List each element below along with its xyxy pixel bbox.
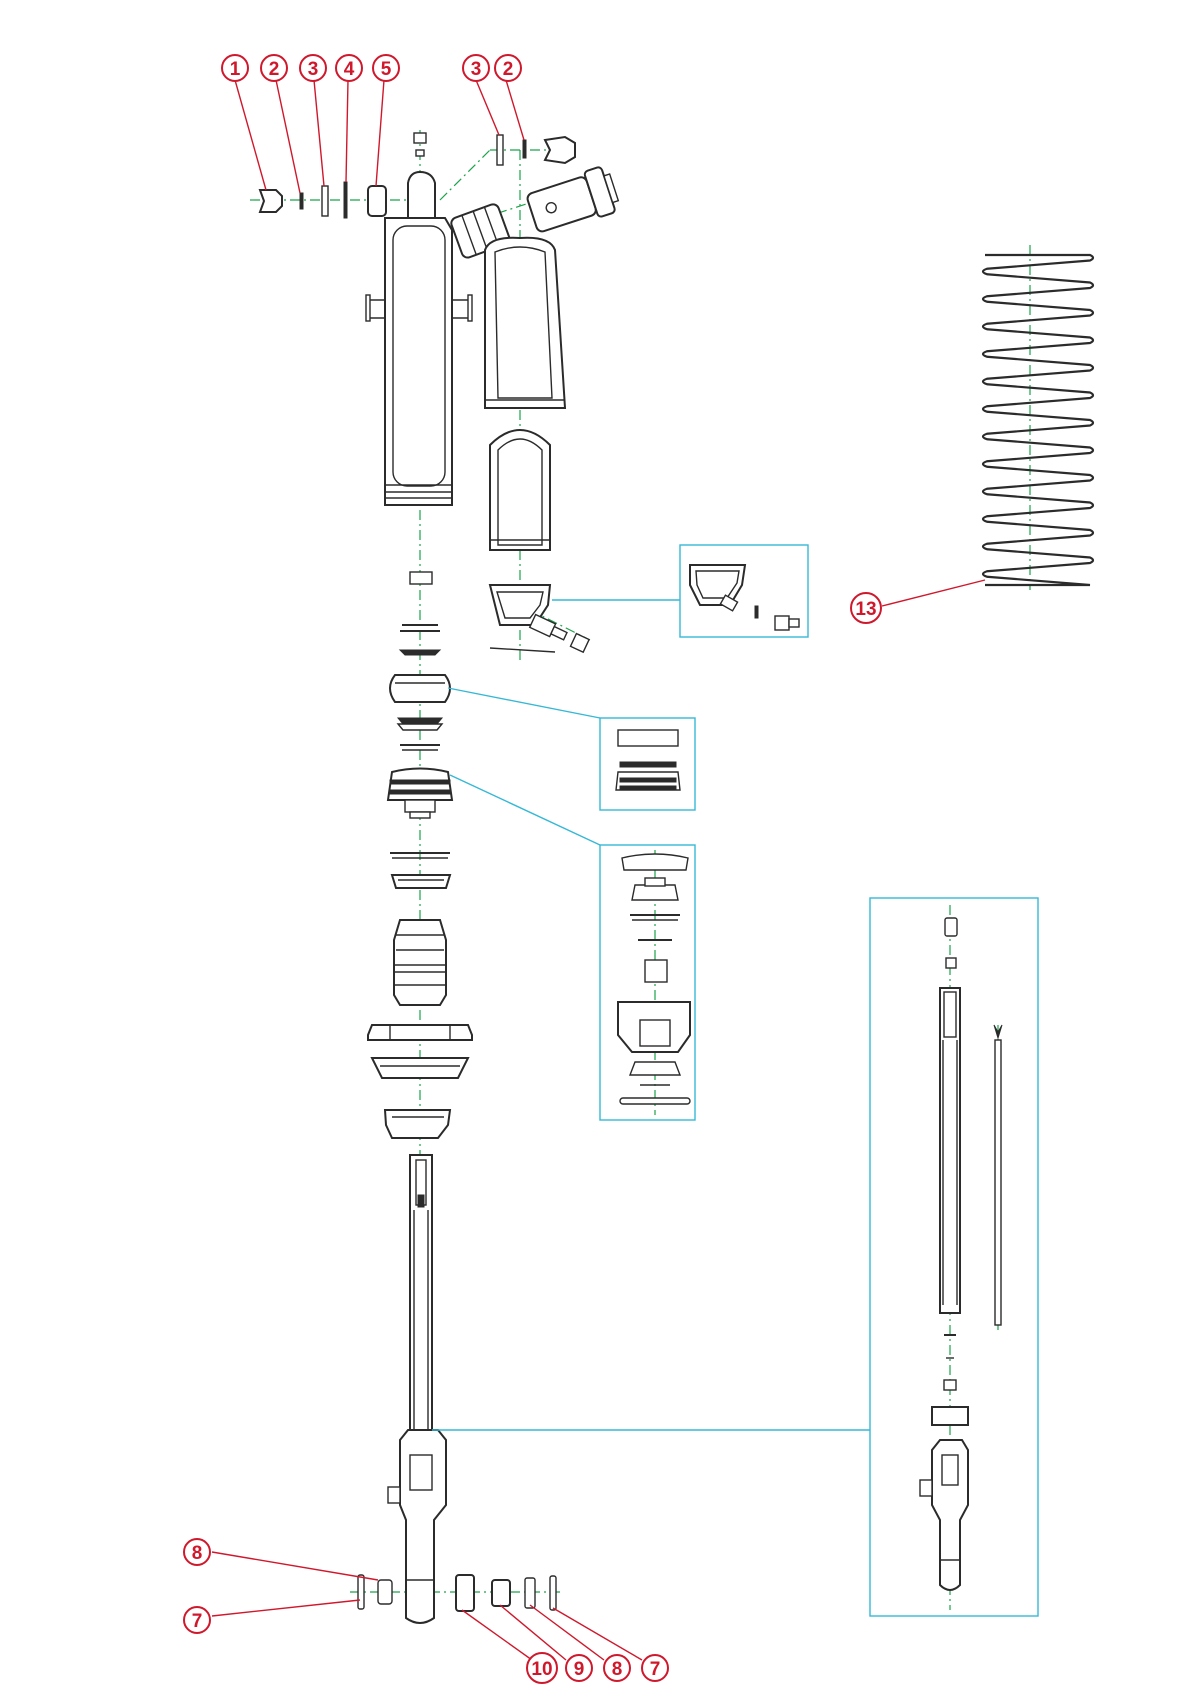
callout-10: 10 bbox=[526, 1652, 558, 1684]
callout-7-left: 7 bbox=[183, 1606, 211, 1634]
callout-4: 4 bbox=[335, 54, 363, 82]
coil-spring-path bbox=[981, 253, 1095, 587]
svg-text:10: 10 bbox=[531, 1659, 552, 1680]
svg-text:7: 7 bbox=[192, 1611, 203, 1632]
upper-tube-right bbox=[484, 236, 567, 409]
upper-tube-left bbox=[365, 170, 473, 506]
part-2-washer bbox=[299, 192, 304, 210]
svg-text:2: 2 bbox=[503, 59, 514, 80]
svg-text:4: 4 bbox=[344, 59, 355, 80]
part-8-right-bushing bbox=[524, 1577, 536, 1609]
upper-tube-top-mount bbox=[407, 170, 436, 221]
valve-cap-top bbox=[413, 132, 427, 144]
svg-text:8: 8 bbox=[612, 1659, 623, 1680]
part-3-right-spacer bbox=[496, 134, 504, 166]
callout-1: 1 bbox=[221, 54, 249, 82]
coil-spring bbox=[981, 253, 1095, 587]
detail-box-valve bbox=[552, 544, 809, 638]
part-right-bolt-head bbox=[543, 135, 576, 165]
stack-seal-head bbox=[393, 919, 447, 1006]
svg-text:3: 3 bbox=[308, 59, 319, 80]
callout-9: 9 bbox=[565, 1654, 593, 1682]
part-3-spacer bbox=[321, 185, 329, 217]
rebound-adjuster-knob bbox=[526, 166, 620, 233]
part-2-right-washer bbox=[522, 139, 527, 159]
part-8-left-bushing bbox=[377, 1579, 393, 1605]
svg-text:5: 5 bbox=[381, 59, 392, 80]
callout-2-right: 2 bbox=[494, 54, 522, 82]
svg-text:7: 7 bbox=[650, 1659, 661, 1680]
damper-cup-right bbox=[488, 584, 591, 654]
detail-box-piston bbox=[447, 687, 696, 811]
svg-text:9: 9 bbox=[574, 1659, 585, 1680]
inner-tube-right bbox=[489, 429, 551, 551]
svg-text:3: 3 bbox=[471, 59, 482, 80]
callout-3-right: 3 bbox=[462, 54, 490, 82]
callout-bubbles: 1 2 3 4 5 3 2 13 8 7 10 9 8 7 bbox=[183, 54, 882, 1684]
svg-text:8: 8 bbox=[192, 1543, 203, 1564]
damper-rod-center bbox=[387, 1154, 447, 1624]
central-stack bbox=[367, 571, 473, 1139]
svg-text:1: 1 bbox=[230, 59, 241, 80]
center-axes bbox=[250, 130, 1031, 1615]
stack-piston bbox=[389, 674, 451, 703]
detail-box-damper-cartridge bbox=[432, 897, 1039, 1617]
callout-8-bottom: 8 bbox=[603, 1654, 631, 1682]
callout-7-bottom: 7 bbox=[641, 1654, 669, 1682]
part-10-sleeve bbox=[455, 1574, 475, 1612]
stack-bottom-out-cup bbox=[370, 1057, 470, 1079]
top-left-hardware bbox=[258, 132, 427, 219]
callout-5: 5 bbox=[372, 54, 400, 82]
part-5-bushing bbox=[367, 185, 387, 217]
bottom-hardware bbox=[357, 1574, 557, 1612]
svg-text:2: 2 bbox=[269, 59, 280, 80]
detail-box-compression bbox=[449, 774, 696, 1121]
valve-ring-top bbox=[415, 149, 425, 157]
callout-13: 13 bbox=[850, 592, 882, 624]
top-right-hardware bbox=[496, 134, 576, 166]
part-1-bolt-head bbox=[258, 189, 283, 213]
part-7-right-washer bbox=[549, 1575, 557, 1611]
stack-nut bbox=[409, 571, 433, 585]
part-7-left-washer bbox=[357, 1574, 365, 1610]
callout-3: 3 bbox=[299, 54, 327, 82]
part-4-shim bbox=[343, 181, 348, 219]
svg-text:13: 13 bbox=[855, 599, 876, 620]
callout-8-left: 8 bbox=[183, 1538, 211, 1566]
callout-2: 2 bbox=[260, 54, 288, 82]
part-9-bushing bbox=[491, 1579, 511, 1607]
leader-lines bbox=[211, 79, 986, 1661]
